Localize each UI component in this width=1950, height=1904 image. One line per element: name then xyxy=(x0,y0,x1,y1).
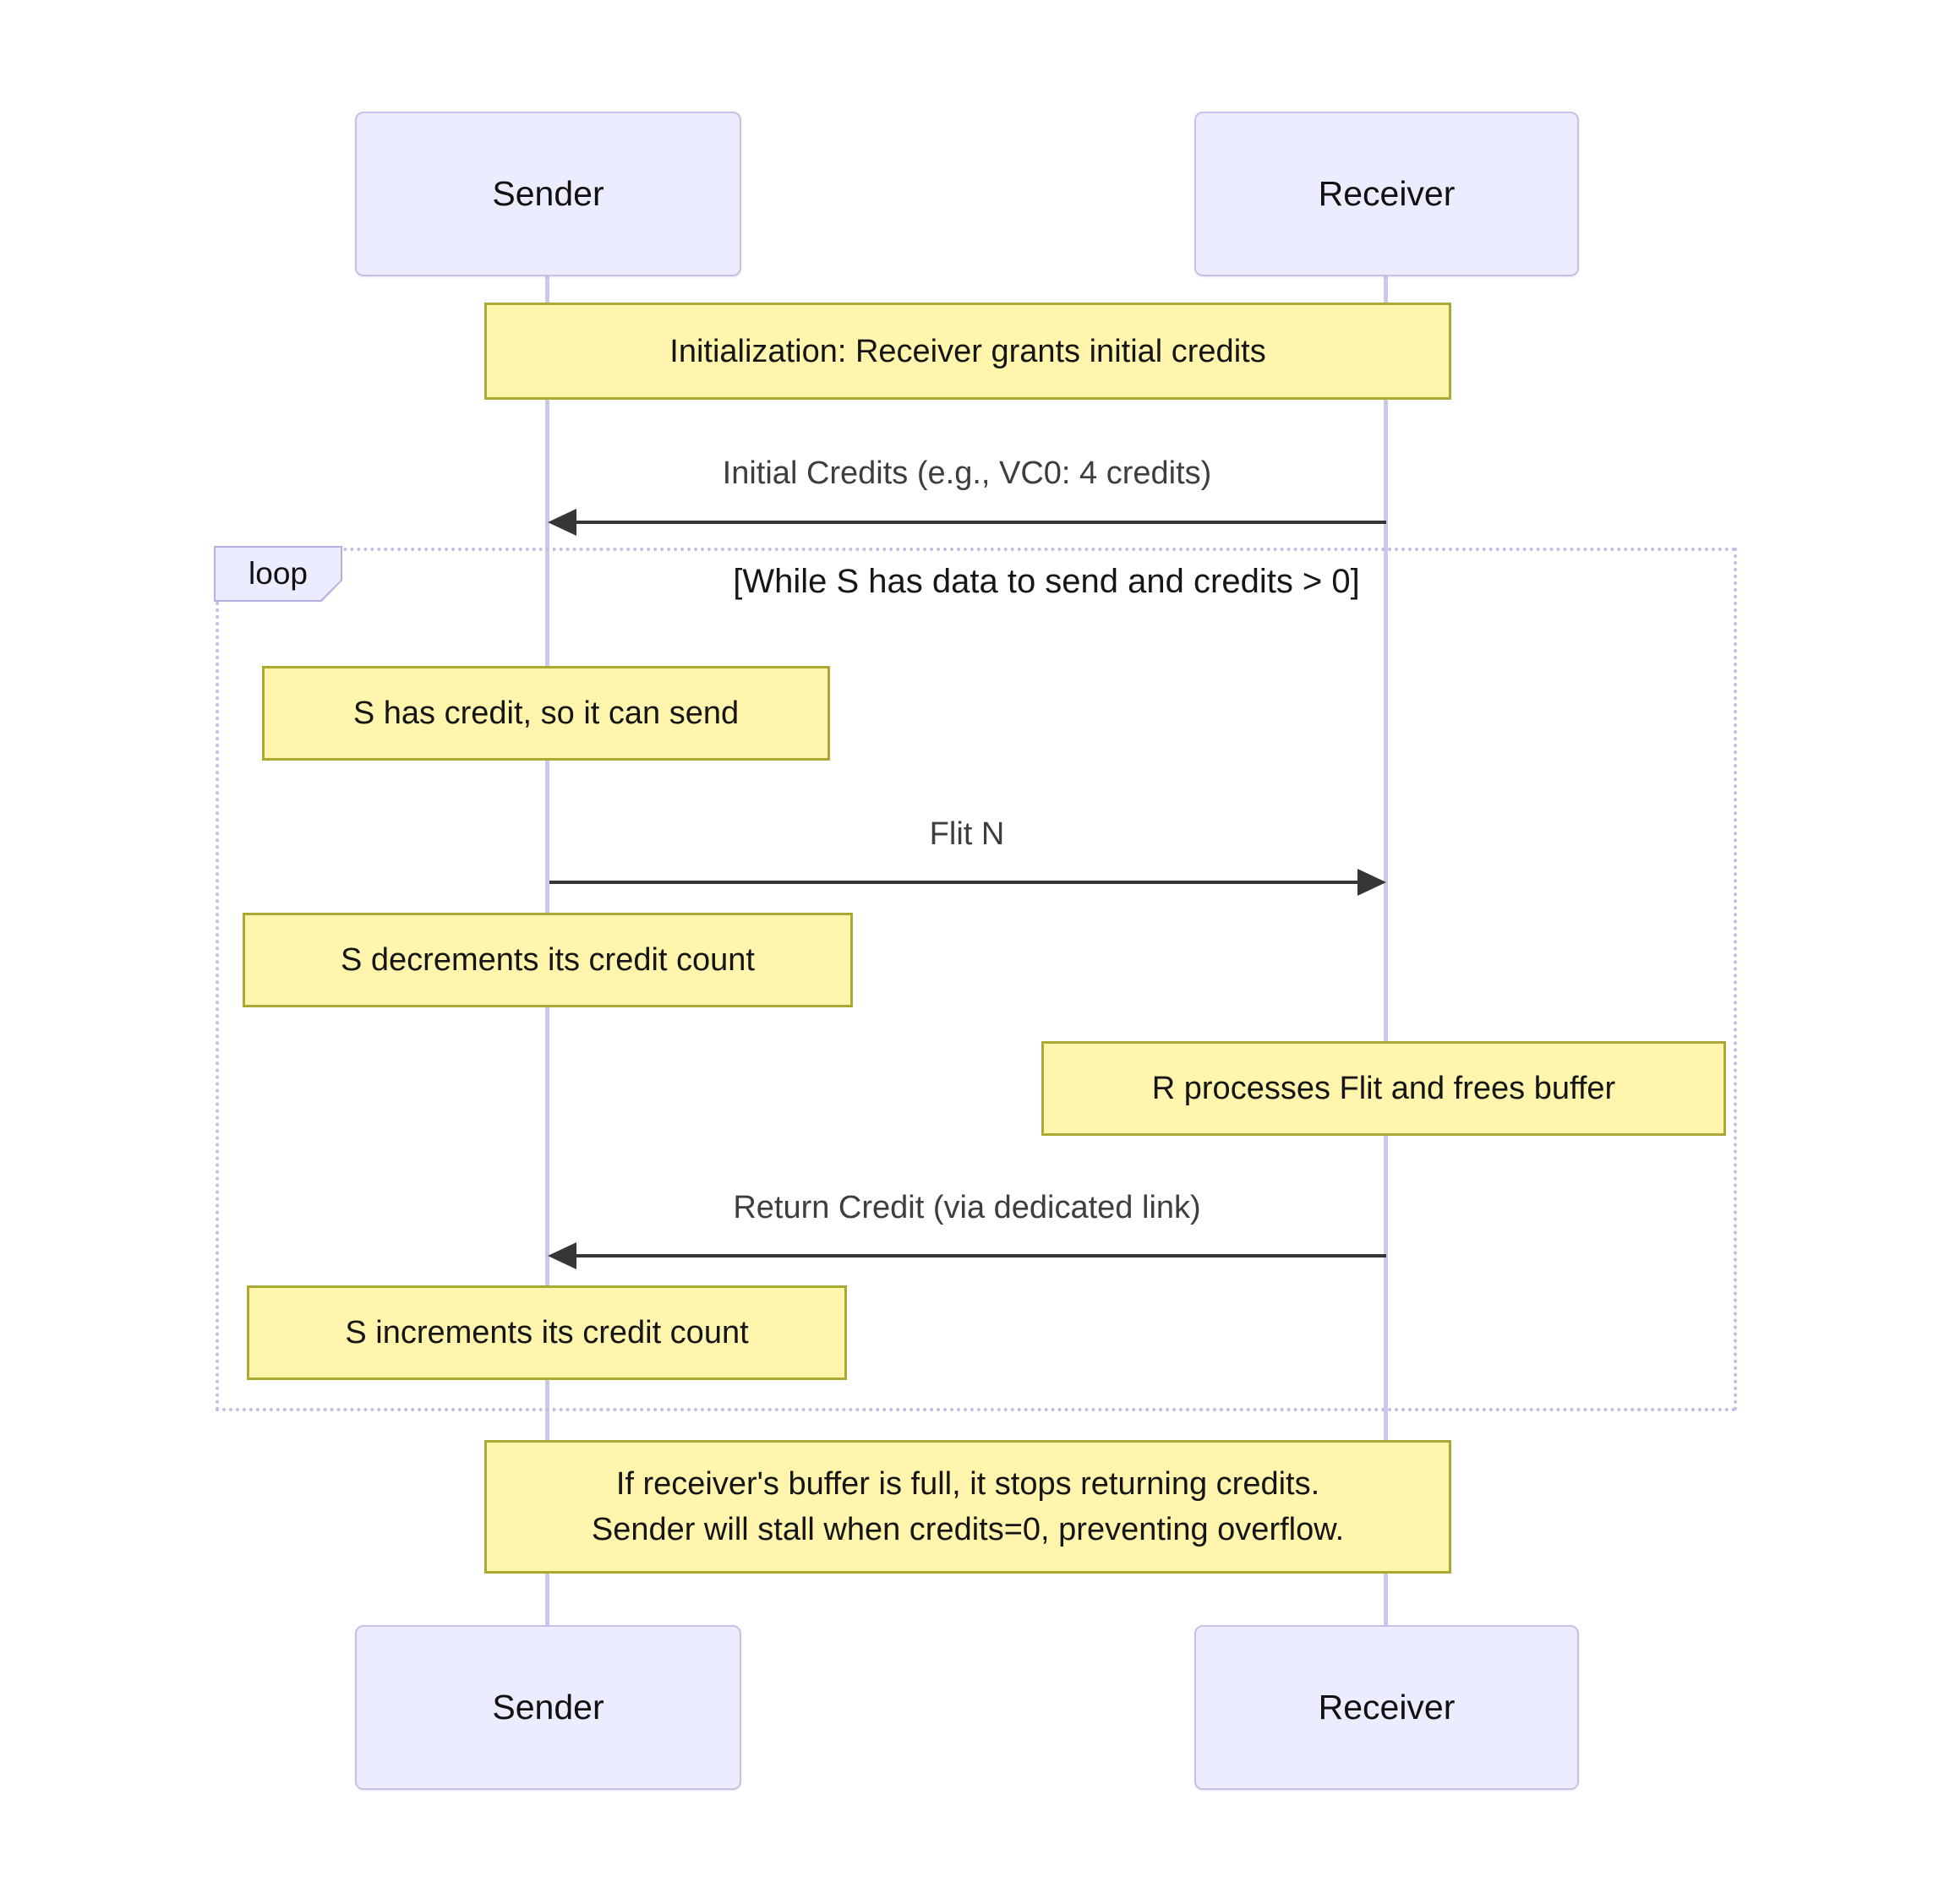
arrow-initial-credits-line xyxy=(560,521,1386,524)
arrow-return-credit-line xyxy=(560,1254,1386,1258)
note-s-increments: S increments its credit count xyxy=(247,1285,847,1380)
note-s-increments-text: S increments its credit count xyxy=(345,1315,749,1350)
arrow-return-credit-head xyxy=(548,1242,576,1269)
loop-label-box: loop xyxy=(216,548,341,600)
note-buffer-full: If receiver's buffer is full, it stops r… xyxy=(484,1440,1451,1574)
participant-sender-bottom: Sender xyxy=(355,1625,741,1790)
loop-label: loop xyxy=(214,546,342,602)
participant-sender-top: Sender xyxy=(355,112,741,276)
note-s-has-credit: S has credit, so it can send xyxy=(262,666,830,761)
participant-receiver-bottom-label: Receiver xyxy=(1318,1688,1456,1727)
note-s-decrements-text: S decrements its credit count xyxy=(341,942,755,978)
arrow-initial-credits-head xyxy=(548,509,576,536)
message-label-initial-credits: Initial Credits (e.g., VC0: 4 credits) xyxy=(722,456,1212,491)
participant-receiver-top: Receiver xyxy=(1194,112,1579,276)
note-s-decrements: S decrements its credit count xyxy=(243,913,853,1007)
message-label-flit-n: Flit N xyxy=(929,816,1005,852)
lifeline-receiver xyxy=(1384,276,1388,1625)
note-buffer-full-line2: Sender will stall when credits=0, preven… xyxy=(591,1512,1345,1547)
note-r-processes: R processes Flit and frees buffer xyxy=(1041,1041,1726,1136)
loop-label-text: loop xyxy=(249,556,308,591)
message-label-return-credit: Return Credit (via dedicated link) xyxy=(733,1190,1201,1225)
arrow-flit-n-head xyxy=(1357,869,1386,896)
loop-condition: [While S has data to send and credits > … xyxy=(733,563,1360,600)
loop-frame xyxy=(216,548,1737,1411)
note-s-has-credit-text: S has credit, so it can send xyxy=(352,696,740,731)
note-r-processes-text: R processes Flit and frees buffer xyxy=(1151,1071,1616,1106)
participant-sender-bottom-label: Sender xyxy=(492,1688,604,1727)
participant-receiver-top-label: Receiver xyxy=(1318,174,1456,213)
participant-receiver-bottom: Receiver xyxy=(1194,1625,1579,1790)
note-initialization-text: Initialization: Receiver grants initial … xyxy=(669,333,1266,369)
arrow-flit-n-line xyxy=(549,881,1359,884)
participant-sender-top-label: Sender xyxy=(492,174,604,213)
note-initialization: Initialization: Receiver grants initial … xyxy=(484,303,1451,400)
note-buffer-full-line1: If receiver's buffer is full, it stops r… xyxy=(615,1466,1320,1502)
